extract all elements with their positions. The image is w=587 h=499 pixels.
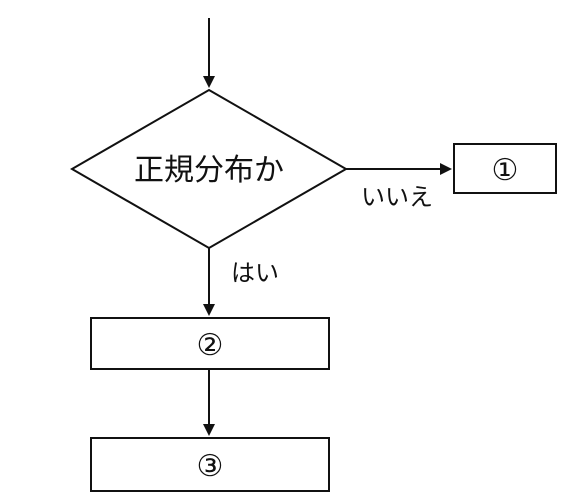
yes-branch-label: はい	[231, 259, 279, 287]
no-branch-label: いいえ	[361, 183, 433, 211]
decision-label: 正規分布か	[134, 153, 284, 188]
box-3-label: ③	[197, 449, 224, 484]
box-1-label: ①	[492, 153, 519, 188]
box-2-label: ②	[197, 328, 224, 363]
box-1	[453, 143, 557, 194]
box-2	[90, 317, 330, 370]
box-3	[90, 437, 330, 492]
